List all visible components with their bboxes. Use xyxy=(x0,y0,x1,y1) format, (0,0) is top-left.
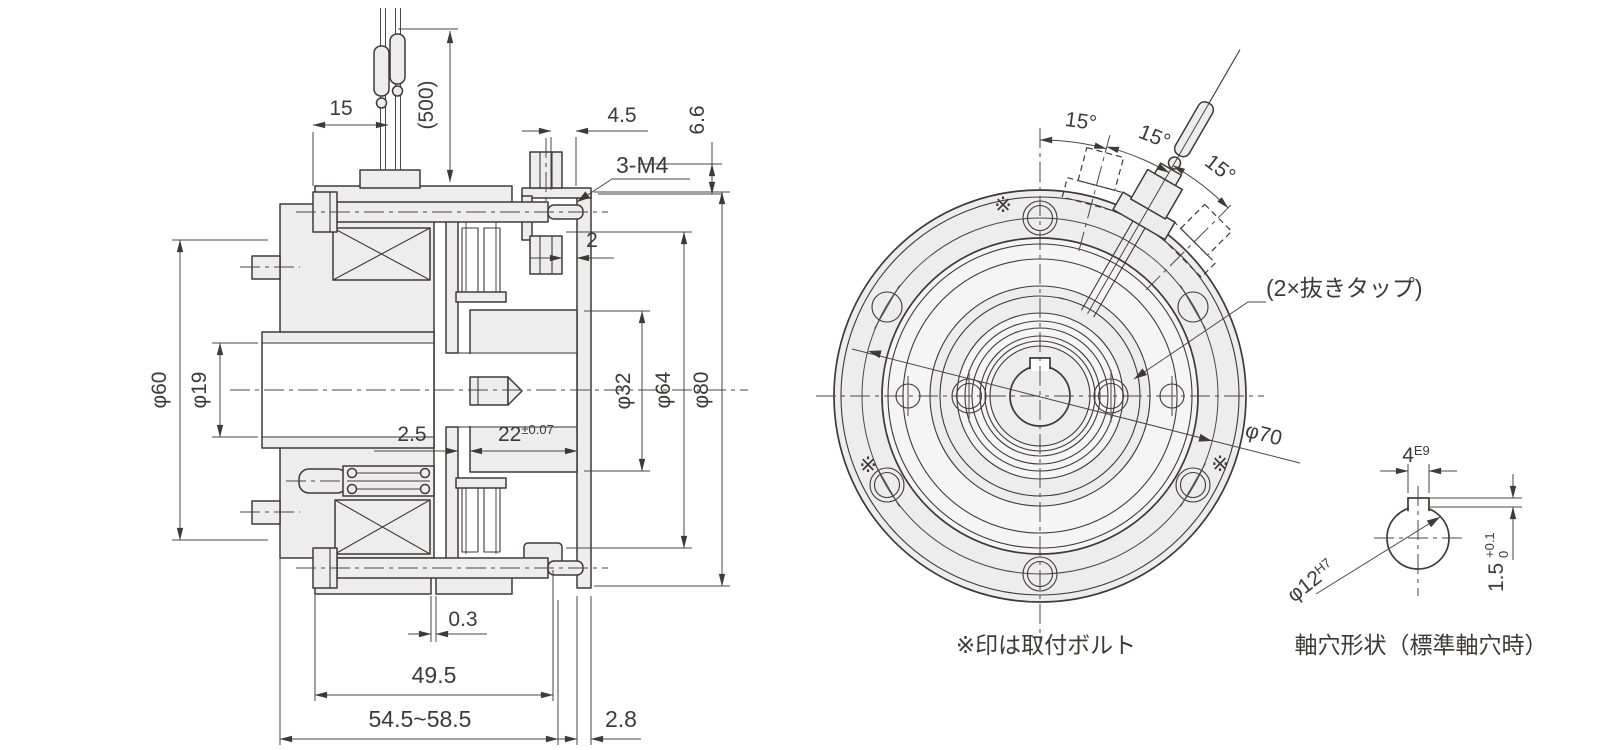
dim-mount-height: 6.6 xyxy=(686,105,709,134)
dim-armature-gap: 2.5 xyxy=(397,423,426,446)
bolt-mark-lower-left: ※ xyxy=(859,454,877,477)
coil-section-top xyxy=(332,227,431,281)
dim-body-length: 49.5 xyxy=(412,662,457,688)
bolt-hole-lower-left xyxy=(869,463,905,507)
armature-disc-top xyxy=(445,203,459,354)
dim-bore: φ12H7 xyxy=(1282,555,1339,607)
dim-flange-gap: 2 xyxy=(586,229,598,252)
dim-bolt-circle: φ70 xyxy=(1243,419,1285,450)
dim-disc-od: φ64 xyxy=(652,371,675,408)
hole-upper-right xyxy=(1177,285,1209,329)
svg-text:0: 0 xyxy=(1496,551,1511,558)
bolt-hole-top xyxy=(1022,200,1058,236)
hole-upper-left xyxy=(871,285,903,329)
dim-keyway-width: 4E9 xyxy=(1402,443,1430,467)
armature-disc-bottom xyxy=(445,426,459,577)
bolt-hole-lower-right xyxy=(1175,463,1211,507)
section-view xyxy=(230,8,748,595)
dim-angle-2: 15° xyxy=(1135,120,1173,153)
tap-hole-right xyxy=(1093,370,1129,422)
dim-angle-3: 15° xyxy=(1200,150,1239,188)
dim-stator-od: φ60 xyxy=(148,372,171,409)
pin-hole-left xyxy=(895,376,921,416)
dim-flange-od: φ80 xyxy=(690,372,713,409)
note-tap: (2×抜きタップ) xyxy=(1266,275,1423,301)
svg-text:1.5: 1.5 xyxy=(1485,563,1508,592)
hex-nut xyxy=(529,235,563,275)
set-screw xyxy=(469,376,523,406)
caption-shaft-bore: 軸穴形状（標準軸穴時） xyxy=(1295,632,1548,658)
svg-text:+0.1: +0.1 xyxy=(1482,532,1497,558)
pin-hole-right xyxy=(1159,376,1185,416)
dim-hub-od: φ32 xyxy=(612,373,635,410)
thread-zone-bottom xyxy=(455,477,507,554)
front-view: 15° 15° 15° φ70 (2×抜きタップ) ※ ※ ※ ※印は取付ボルト xyxy=(816,49,1423,658)
dim-screw-callout: 3-M4 xyxy=(616,152,669,178)
bolt-mark-lower-right: ※ xyxy=(1211,453,1229,476)
lead-wires xyxy=(359,8,421,189)
bolt-hole-bottom xyxy=(1022,556,1058,592)
dim-hub-length: 22±0.07 xyxy=(498,422,554,446)
dim-lead-offset: 15 xyxy=(329,97,352,120)
dim-keyway-depth: 1.5 +0.1 0 xyxy=(1482,532,1511,592)
dim-lead-length: (500) xyxy=(415,80,438,129)
dim-overall-length: 54.5~58.5 xyxy=(369,706,472,732)
coil-section-bottom xyxy=(334,499,431,555)
dim-pilot-bore: φ19 xyxy=(188,372,211,409)
dim-terminal-offset: 4.5 xyxy=(607,104,636,127)
dim-flange-thickness: 2.8 xyxy=(605,706,637,732)
section-dimensions: 15 (500) 4.5 6.6 3-M4 2 φ60 φ19 φ32 φ64 … xyxy=(148,28,730,745)
dim-release-gap: 0.3 xyxy=(448,608,477,631)
shaft-bore-detail: 4E9 1.5 +0.1 0 φ12H7 軸穴形状（標準軸穴時） xyxy=(1282,443,1548,658)
dim-angle-1: 15° xyxy=(1064,108,1099,135)
legend-mounting-bolts: ※印は取付ボルト xyxy=(956,632,1136,658)
bolt-mark-top: ※ xyxy=(994,194,1012,217)
spring-assembly xyxy=(286,465,435,497)
thread-zone-top xyxy=(455,222,507,303)
